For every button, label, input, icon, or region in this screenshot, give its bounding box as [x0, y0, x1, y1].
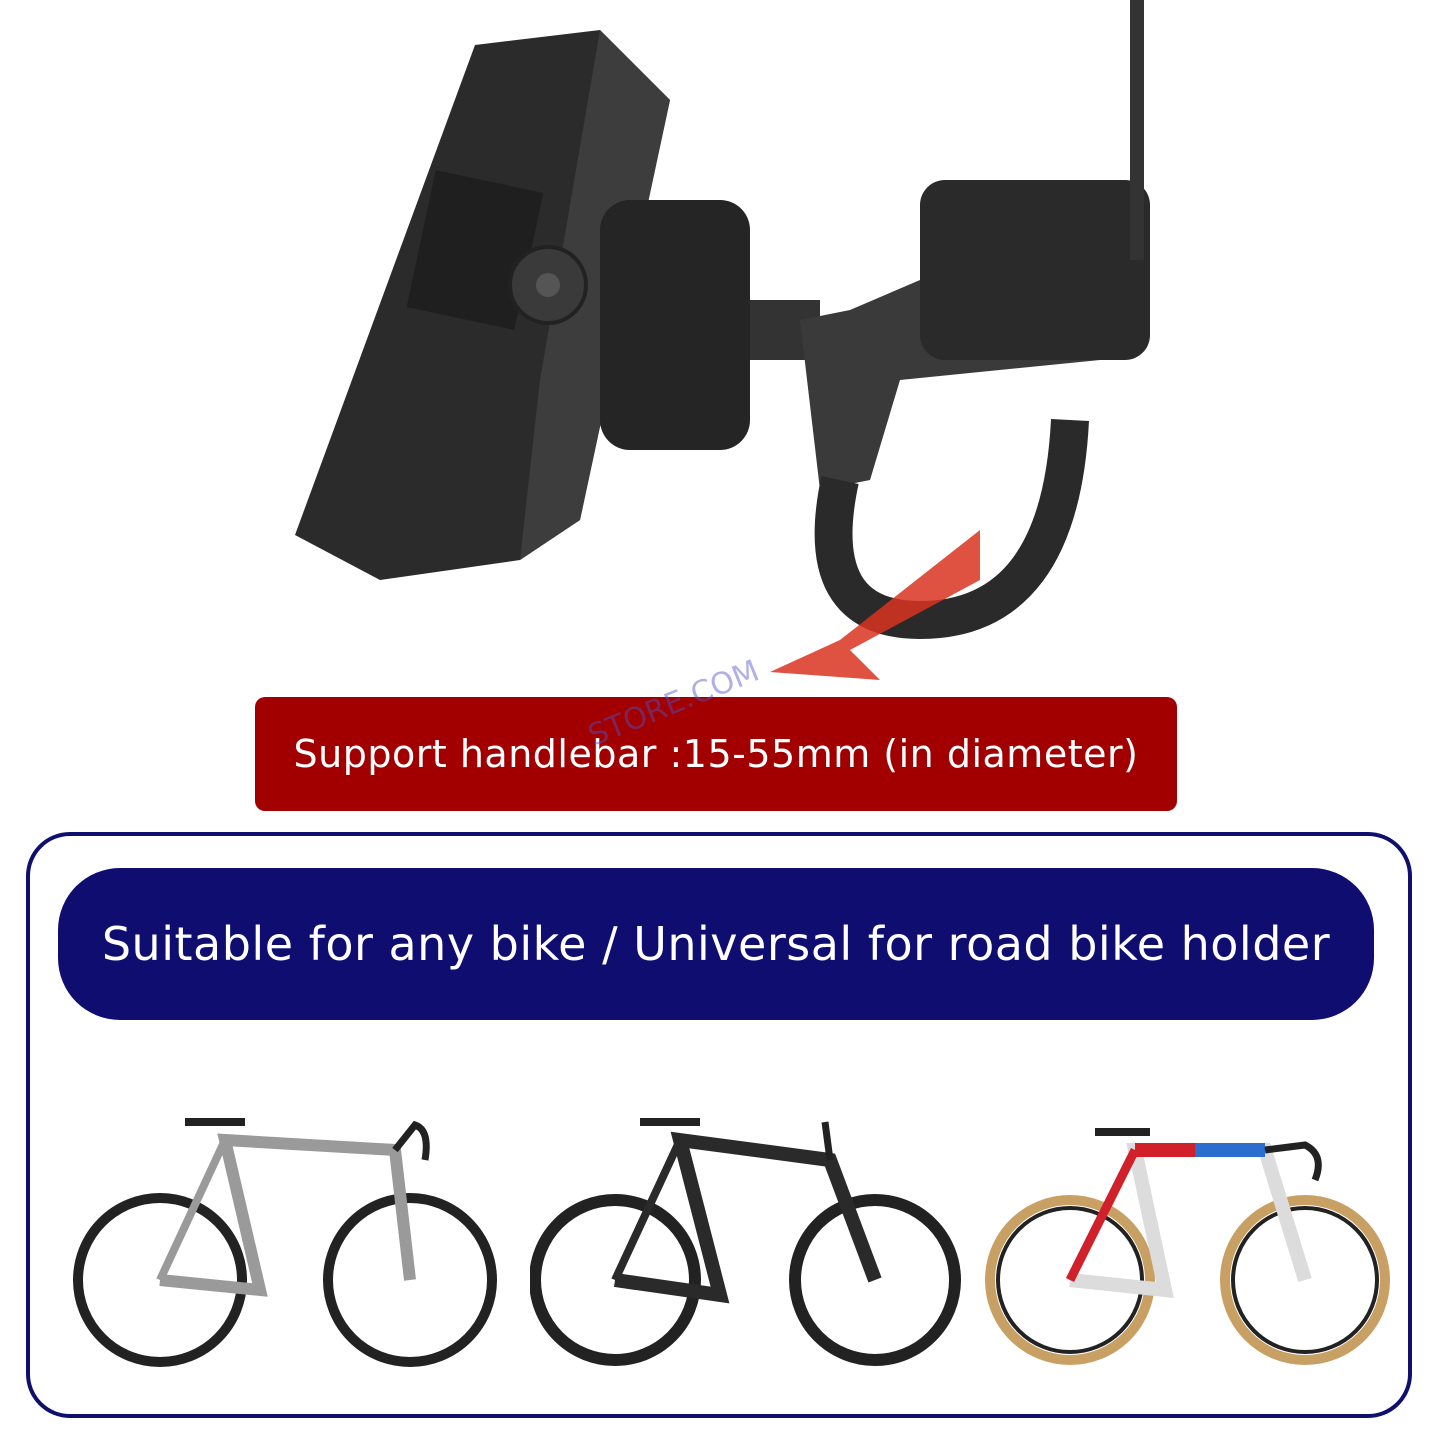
handlebar-size-text: Support handlebar :15-55mm (in diameter) — [293, 732, 1139, 776]
gravel-bike-image — [73, 1118, 497, 1367]
compatibility-frame — [26, 832, 1412, 1418]
mountain-bike-image — [530, 1118, 961, 1366]
suitability-banner: Suitable for any bike / Universal for ro… — [58, 868, 1374, 1020]
phone-mount-image — [295, 0, 1150, 680]
road-bike-image — [985, 1128, 1390, 1365]
handlebar-size-banner: Support handlebar :15-55mm (in diameter) — [255, 697, 1177, 811]
suitability-text: Suitable for any bike / Universal for ro… — [101, 917, 1331, 971]
